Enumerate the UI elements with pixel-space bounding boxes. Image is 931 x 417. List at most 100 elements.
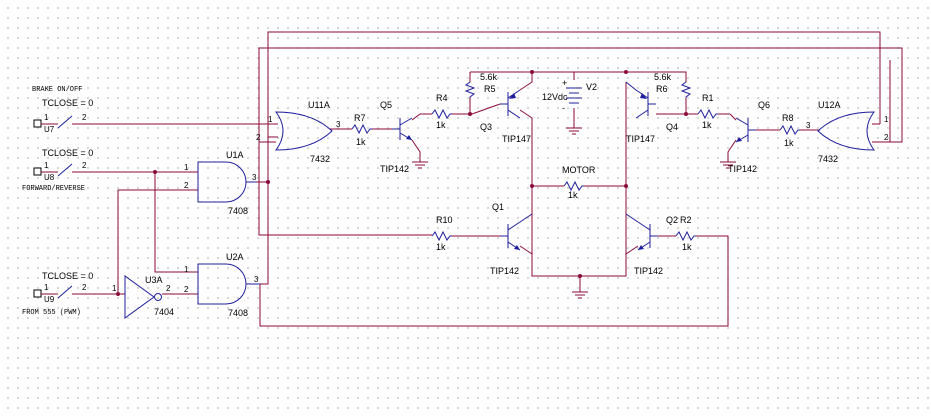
r1-ref: R1: [702, 93, 714, 103]
v2-minus: -: [562, 103, 565, 113]
u8-param: TCLOSE = 0: [42, 148, 93, 158]
u3a-pin1: 1: [112, 284, 117, 293]
resistor-r5[interactable]: 5.6k R5: [464, 72, 498, 98]
resistor-r8[interactable]: R8 1k: [779, 113, 800, 148]
r7-ref: R7: [354, 113, 366, 123]
u9-pin2: 2: [82, 283, 87, 292]
u2a-part: 7408: [228, 308, 248, 318]
u1a-pin3: 3: [252, 173, 257, 182]
q1-ref: Q1: [492, 202, 504, 212]
u2a-pin3: 3: [254, 275, 259, 284]
transistor-q4[interactable]: Q4 TIP147: [625, 81, 678, 144]
r5-ref: R5: [484, 84, 496, 94]
junction-dot: [266, 180, 270, 184]
r10-value: 1k: [436, 242, 446, 252]
u12a-ref: U12A: [818, 100, 841, 110]
ground-symbol: [572, 291, 588, 299]
switch-u8[interactable]: 1 2 U8 TCLOSE = 0: [33, 148, 93, 182]
transistor-q6[interactable]: Q6 TIP142: [728, 100, 770, 174]
v2-ref: V2: [586, 82, 597, 92]
junction-dot: [530, 70, 534, 74]
port-u7: [33, 119, 42, 128]
u7-pin1: 1: [44, 113, 49, 122]
resistor-r10[interactable]: R10 1k: [431, 215, 453, 252]
u3a-pin2: 2: [166, 284, 171, 293]
junction-dot: [530, 184, 534, 188]
gate-u12a[interactable]: U12A 7432 1 2 3: [806, 100, 889, 164]
r8-value: 1k: [784, 138, 794, 148]
label-fwdrev: FORWARD/REVERSE: [22, 185, 85, 193]
resistor-r7[interactable]: R7 1k: [351, 113, 372, 147]
r7-value: 1k: [356, 137, 366, 147]
r2-ref: R2: [680, 215, 692, 225]
r1-value: 1k: [702, 120, 712, 130]
q4-ref: Q4: [666, 122, 678, 132]
port-u8: [33, 167, 42, 176]
q5-part: TIP142: [380, 164, 409, 174]
u12a-pin1: 1: [884, 115, 889, 124]
switch-u7[interactable]: 1 2 U7 TCLOSE = 0: [33, 98, 93, 134]
u11a-pin2: 2: [256, 133, 261, 142]
r4-ref: R4: [436, 93, 448, 103]
gate-u2a[interactable]: U2A 7408 1 2 3: [184, 252, 260, 318]
r6-value: 5.6k: [654, 72, 672, 82]
u9-param: TCLOSE = 0: [42, 271, 93, 281]
u9-pin1: 1: [44, 283, 49, 292]
u1a-part: 7408: [228, 206, 248, 216]
wires: [90, 31, 903, 327]
junction-dot: [684, 112, 688, 116]
u8-ref: U8: [44, 173, 55, 182]
r8-ref: R8: [782, 113, 794, 123]
ground-symbol: [566, 127, 582, 135]
transistor-q1[interactable]: Q1 TIP142: [490, 202, 533, 276]
ground-symbol: [412, 161, 428, 169]
transistor-q3[interactable]: Q3 TIP147: [480, 89, 531, 144]
r10-ref: R10: [436, 215, 453, 225]
resistor-r4[interactable]: R4 1k: [431, 93, 452, 130]
resistor-r2[interactable]: R2 1k: [675, 215, 696, 252]
q6-part: TIP142: [728, 164, 757, 174]
gate-u11a[interactable]: U11A 7432 1 2 3: [256, 100, 341, 164]
gate-u1a[interactable]: U1A 7408 1 2 3: [184, 150, 257, 216]
q2-part: TIP142: [634, 266, 663, 276]
switch-u9[interactable]: 1 2 U9 TCLOSE = 0: [33, 271, 93, 304]
q1-part: TIP142: [490, 266, 519, 276]
u7-param: TCLOSE = 0: [42, 98, 93, 108]
r4-value: 1k: [436, 120, 446, 130]
transistor-q5[interactable]: Q5 TIP142: [380, 100, 413, 174]
r2-value: 1k: [682, 242, 692, 252]
u12a-pin2: 2: [884, 133, 889, 142]
junction-dot: [578, 274, 582, 278]
gate-u3a[interactable]: U3A 7404 1 2: [112, 275, 174, 319]
u7-pin2: 2: [82, 113, 87, 122]
transistor-q2[interactable]: Q2 TIP142: [625, 213, 678, 276]
u11a-pin1: 1: [268, 115, 273, 124]
resistor-motor[interactable]: MOTOR 1k: [562, 165, 596, 200]
u7-ref: U7: [44, 125, 55, 134]
resistor-r1[interactable]: R1 1k: [697, 93, 718, 130]
q6-ref: Q6: [758, 100, 770, 110]
q4-part: TIP147: [626, 134, 655, 144]
u2a-ref: U2A: [226, 252, 244, 262]
q2-ref: Q2: [666, 215, 678, 225]
u1a-pin1: 1: [184, 163, 189, 172]
q3-ref: Q3: [480, 122, 492, 132]
u8-pin2: 2: [82, 161, 87, 170]
junction-dot: [624, 70, 628, 74]
r5-value: 5.6k: [480, 72, 498, 82]
u11a-ref: U11A: [308, 100, 330, 110]
u3a-ref: U3A: [145, 275, 163, 285]
u3a-part: 7404: [154, 307, 174, 317]
resistor-r6[interactable]: 5.6k R6: [654, 72, 692, 98]
motor-label: MOTOR: [562, 165, 596, 175]
u12a-part: 7432: [818, 154, 838, 164]
r6-ref: R6: [656, 84, 668, 94]
v2-value: 12Vdc: [542, 92, 568, 102]
voltage-source-v2[interactable]: V2 12Vdc + -: [542, 78, 597, 113]
ground-symbol: [720, 161, 736, 169]
label-from555: FROM 555 (PWM): [22, 309, 81, 317]
junction-dot: [468, 112, 472, 116]
u11a-pin3: 3: [336, 120, 341, 129]
q3-part: TIP147: [502, 134, 531, 144]
